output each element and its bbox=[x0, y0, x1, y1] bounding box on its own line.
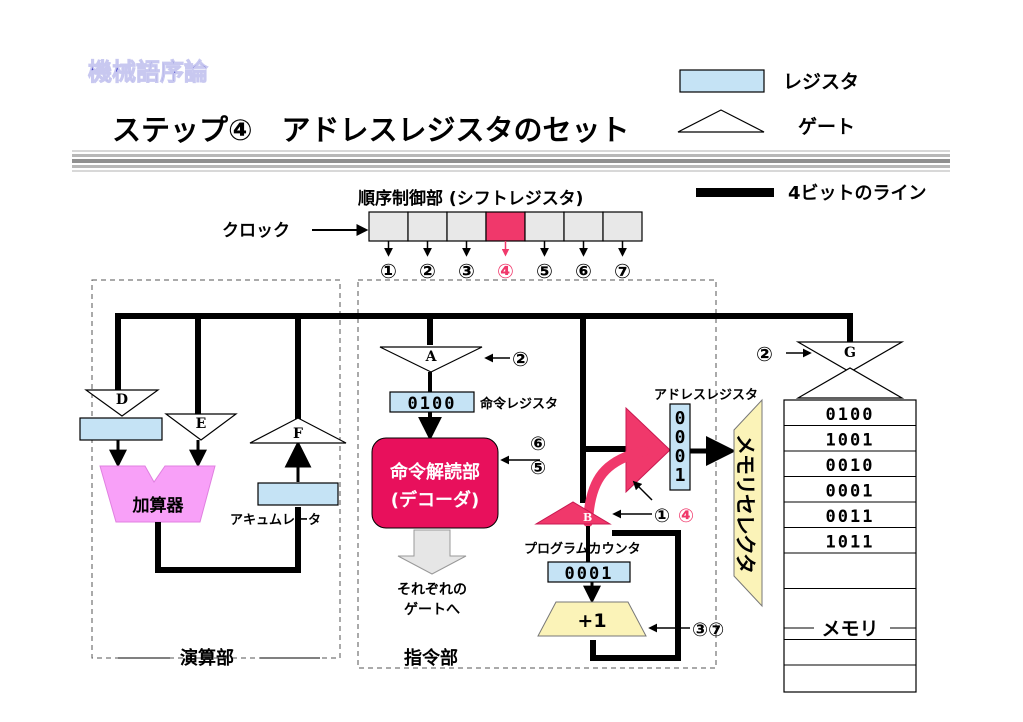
memory-cell-1: 0100 bbox=[826, 405, 875, 425]
step-label-1: ① bbox=[380, 259, 397, 283]
program-counter-label: プログラムカウンタ bbox=[524, 541, 641, 557]
gate-g-step: ② bbox=[756, 342, 773, 366]
adder bbox=[99, 465, 216, 523]
shift-register-cell-3 bbox=[446, 211, 487, 242]
memory-cell-3: 0010 bbox=[826, 456, 875, 476]
gate-b bbox=[534, 501, 612, 525]
address-register-label: アドレスレジスタ bbox=[654, 388, 758, 403]
address-bit-1: 0 bbox=[675, 408, 686, 429]
gate-e-label: E bbox=[196, 416, 207, 432]
command-section-box bbox=[357, 279, 717, 669]
decoder-step-5: ⑤ bbox=[530, 457, 546, 479]
alu-section-title: 演算部 bbox=[180, 647, 234, 669]
legend-gate-label: ゲート bbox=[798, 116, 855, 138]
shift-register-cell-6 bbox=[563, 211, 604, 242]
gate-f-label: F bbox=[293, 426, 303, 442]
address-register-bits: 0001 bbox=[675, 408, 686, 486]
gate-a bbox=[379, 346, 483, 373]
legend-gate-swatch bbox=[677, 109, 765, 133]
address-bit-3: 0 bbox=[675, 446, 686, 467]
shift-register-cell-7 bbox=[602, 211, 643, 242]
gate-g-label: G bbox=[844, 345, 856, 361]
step-label-2: ② bbox=[419, 259, 436, 283]
memory-cell-5: 0011 bbox=[826, 507, 875, 527]
memory-selector-label: メモリセレクタ bbox=[733, 434, 757, 573]
bc-step-normal: ① bbox=[654, 505, 670, 527]
memory-block: 0100 1001 0010 0001 0011 1011 メモリ bbox=[783, 399, 917, 693]
adder-to-accumulator-line bbox=[155, 507, 301, 573]
legend-line-swatch bbox=[696, 188, 774, 197]
gate-d-label: D bbox=[116, 392, 128, 408]
section-title: 機械語序論 bbox=[88, 58, 209, 86]
memory-frame bbox=[783, 399, 917, 693]
gate-d bbox=[84, 389, 160, 417]
decoder-step-6: ⑥ bbox=[530, 433, 546, 455]
gate-e bbox=[164, 413, 238, 441]
decoder-output-arrow bbox=[397, 529, 467, 575]
memory-selector bbox=[733, 398, 763, 608]
accumulator-label: アキュムレータ bbox=[230, 513, 321, 528]
instruction-register-label: 命令レジスタ bbox=[479, 396, 558, 412]
legend-register-swatch bbox=[679, 69, 765, 93]
step-label-6: ⑥ bbox=[575, 259, 592, 283]
adder-label: 加算器 bbox=[132, 495, 185, 516]
gate-a-label: A bbox=[425, 349, 438, 365]
decoder-label-line2: (デコーダ) bbox=[391, 489, 479, 511]
shift-register-cell-2 bbox=[407, 211, 448, 242]
gate-g-lower bbox=[795, 367, 905, 399]
bc-step-arrow-c bbox=[632, 480, 653, 501]
step-label-4: ④ bbox=[497, 259, 514, 283]
gate-g bbox=[795, 341, 905, 373]
register-d bbox=[79, 417, 163, 441]
accumulator bbox=[257, 482, 339, 506]
gate-a-step: ② bbox=[512, 347, 529, 371]
step-title: ステップ④ アドレスレジスタのセット bbox=[112, 113, 630, 147]
address-bit-4: 1 bbox=[675, 465, 686, 486]
clock-label: クロック bbox=[222, 221, 290, 241]
address-register bbox=[669, 403, 691, 491]
shift-register-cell-4 bbox=[485, 211, 526, 242]
incrementer bbox=[537, 601, 647, 637]
memory-cell-4: 0001 bbox=[826, 482, 875, 502]
pc-loop-line bbox=[590, 530, 681, 661]
shift-register-cell-1 bbox=[368, 211, 409, 242]
step-label-3: ③ bbox=[458, 259, 475, 283]
shift-register-cell-5 bbox=[524, 211, 565, 242]
instruction-register-value: 0100 bbox=[408, 394, 457, 414]
step-label-5: ⑤ bbox=[536, 259, 553, 283]
step-label-7: ⑦ bbox=[614, 259, 631, 283]
to-gates-line1: それぞれの bbox=[397, 582, 467, 598]
main-bus bbox=[115, 313, 853, 503]
program-counter-value: 0001 bbox=[565, 564, 614, 584]
command-section-title: 指令部 bbox=[404, 647, 458, 669]
gate-f bbox=[249, 417, 347, 444]
legend-register-label: レジスタ bbox=[783, 71, 859, 93]
gate-b-label: B bbox=[583, 511, 592, 524]
active-path bbox=[583, 446, 649, 527]
alu-section-box bbox=[91, 279, 341, 659]
inc-steps: ③⑦ bbox=[692, 619, 724, 641]
header-separator bbox=[72, 150, 950, 172]
memory-cell-2: 1001 bbox=[826, 431, 875, 451]
memory-cell-6: 1011 bbox=[826, 533, 875, 553]
bc-step-active: ④ bbox=[678, 505, 694, 527]
address-bit-2: 0 bbox=[675, 427, 686, 448]
decoder-label-line1: 命令解読部 bbox=[390, 461, 480, 483]
shift-register bbox=[368, 211, 643, 257]
memory-label: メモリ bbox=[821, 618, 878, 640]
sequencer-title: 順序制御部 (シフトレジスタ) bbox=[358, 188, 583, 209]
to-gates-line2: ゲートへ bbox=[404, 601, 460, 618]
incrementer-label: +1 bbox=[577, 610, 606, 632]
decoder bbox=[371, 437, 499, 529]
legend-line-label: 4ビットのライン bbox=[788, 183, 927, 204]
